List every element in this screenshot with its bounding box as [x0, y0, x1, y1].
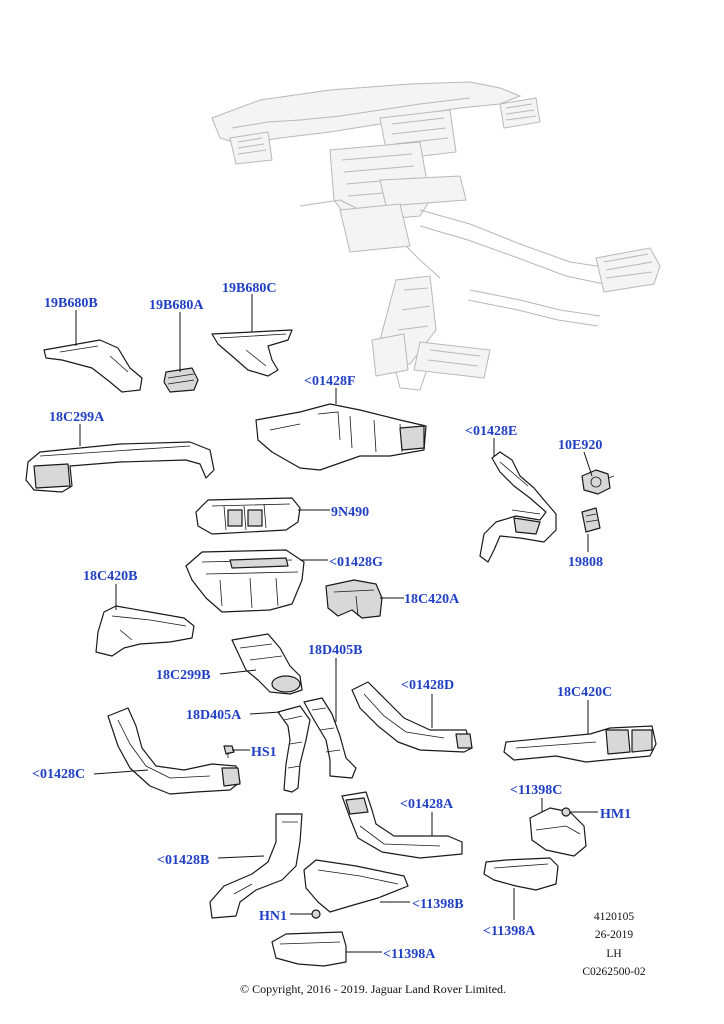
label-19b680c: 19B680C [222, 281, 276, 296]
label-18d405a: 18D405A [186, 708, 242, 723]
label-01428e: <01428E [465, 424, 517, 439]
label-11398c: <11398C [510, 783, 562, 798]
part-18c299a [25, 441, 215, 493]
label-11398b: <11398B [412, 897, 464, 912]
leader-18c299b [219, 669, 257, 675]
part-9n490 [195, 497, 301, 535]
label-01428a: <01428A [400, 797, 454, 812]
part-hn1 [311, 909, 321, 919]
part-01428e [479, 451, 557, 563]
part-18c420c [503, 725, 657, 763]
label-19808: 19808 [568, 555, 603, 570]
part-01428b [209, 813, 303, 919]
part-01428a [341, 791, 463, 859]
part-10e920 [581, 469, 615, 495]
label-10e920: 10E920 [558, 438, 602, 453]
label-19b680a: 19B680A [149, 298, 204, 313]
part-11398c [529, 807, 587, 857]
label-18c420a: 18C420A [404, 592, 460, 607]
part-11398a-right [483, 857, 559, 891]
meta-ref: C0262500-02 [582, 966, 646, 978]
part-11398b [303, 859, 409, 913]
part-11398a-lower [271, 931, 347, 967]
label-hm1: HM1 [600, 807, 631, 822]
part-18d405a [277, 705, 311, 793]
label-hs1: HS1 [251, 745, 277, 760]
callout-labels: 19B680B 19B680A 19B680C <01428F 18C299A … [32, 281, 631, 962]
label-18c420c: 18C420C [557, 685, 612, 700]
label-hn1: HN1 [259, 909, 287, 924]
copyright-text: © Copyright, 2016 - 2019. Jaguar Land Ro… [240, 982, 506, 996]
label-18c299b: 18C299B [156, 668, 210, 683]
label-11398a-right: <11398A [483, 924, 536, 939]
meta-side: LH [606, 948, 621, 960]
label-18d405b: 18D405B [308, 643, 362, 658]
part-18d405b [303, 697, 357, 779]
label-11398a-lower: <11398A [383, 947, 436, 962]
label-18c299a: 18C299A [49, 410, 105, 425]
leader-10e920 [583, 451, 593, 477]
part-01428d [351, 681, 473, 753]
label-01428g: <01428G [329, 555, 383, 570]
part-hs1 [223, 745, 235, 758]
label-9n490: 9N490 [331, 505, 369, 520]
part-19b680c [211, 329, 293, 377]
diagram-meta: 4120105 26-2019 LH C0262500-02 [582, 911, 646, 978]
part-01428f [255, 403, 427, 471]
label-19b680b: 19B680B [44, 296, 98, 311]
part-19808 [581, 507, 601, 533]
meta-date: 26-2019 [595, 929, 634, 941]
part-19b680a [163, 367, 199, 393]
label-01428f: <01428F [304, 374, 356, 389]
part-19b680b [43, 339, 143, 393]
part-01428g [185, 549, 305, 613]
meta-code: 4120105 [594, 911, 635, 923]
part-18c299b [231, 633, 303, 695]
part-18c420b [95, 605, 195, 657]
leader-01428c [93, 769, 149, 775]
part-18c420a [325, 579, 383, 619]
label-01428d: <01428D [401, 678, 454, 693]
leader-18d405a [249, 711, 281, 715]
part-hm1 [561, 807, 571, 817]
dashboard-assembly-ghost [211, 81, 661, 391]
label-18c420b: 18C420B [83, 569, 137, 584]
leader-01428b [217, 855, 265, 859]
label-01428c: <01428C [32, 767, 85, 782]
part-01428c [107, 707, 241, 795]
leader-lines [75, 294, 598, 953]
label-01428b: <01428B [157, 853, 209, 868]
